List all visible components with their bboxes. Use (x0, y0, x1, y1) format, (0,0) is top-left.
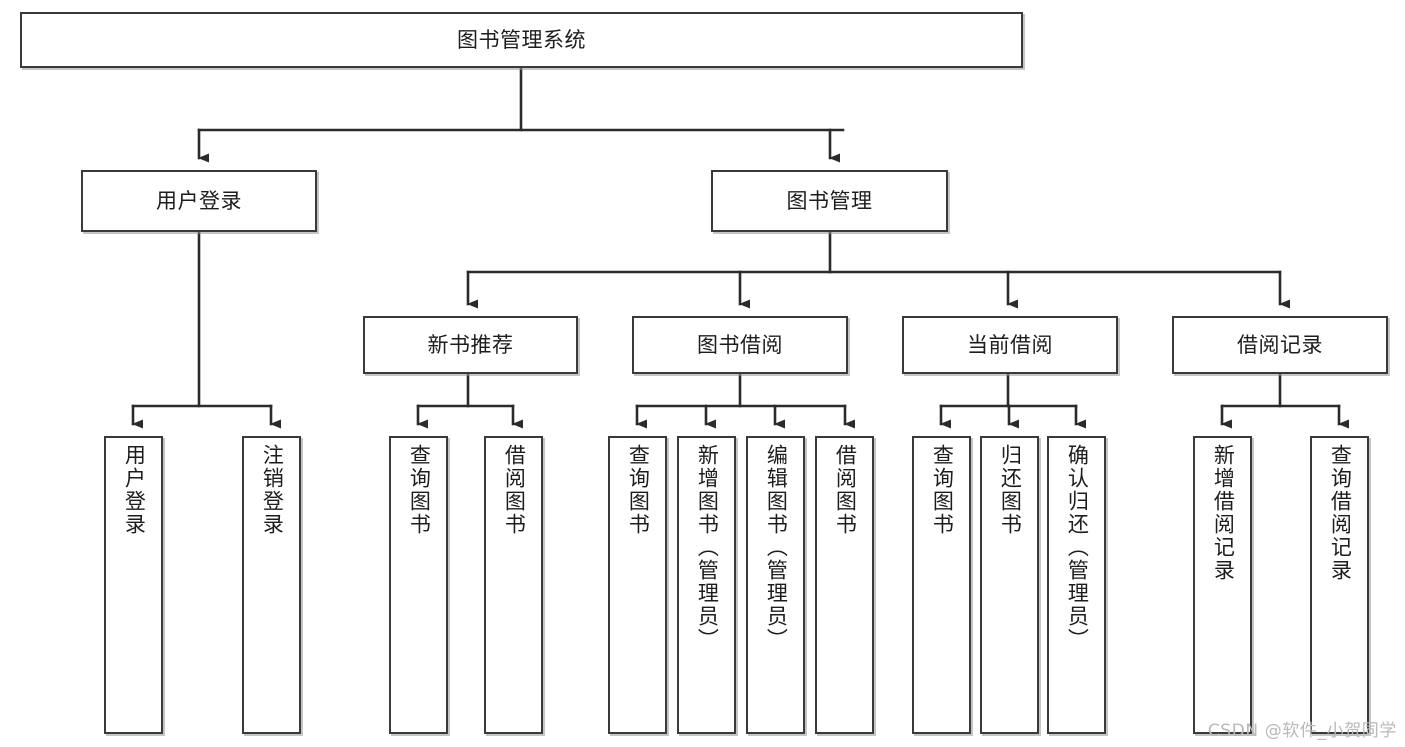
node-leaf-query-book-1[interactable]: 查询图书 (389, 436, 448, 734)
node-leaf-borrow-book-1[interactable]: 借阅图书 (484, 436, 543, 734)
node-label: 用户登录 (122, 444, 147, 536)
node-label: 用户登录 (156, 188, 242, 213)
node-label: 归还图书 (998, 444, 1023, 536)
node-root-book-management-system[interactable]: 图书管理系统 (20, 12, 1023, 68)
node-current-borrow[interactable]: 当前借阅 (902, 316, 1118, 374)
node-leaf-add-book[interactable]: 新增图书（管理员） (677, 436, 736, 734)
node-leaf-query-book-2[interactable]: 查询图书 (608, 436, 667, 734)
node-label: 确认归还（管理员） (1065, 444, 1090, 651)
node-leaf-borrow-book-2[interactable]: 借阅图书 (815, 436, 874, 734)
node-label: 新增借阅记录 (1211, 444, 1236, 582)
node-borrow-record[interactable]: 借阅记录 (1172, 316, 1388, 374)
node-label: 借阅图书 (833, 444, 858, 536)
node-label: 查询图书 (930, 444, 955, 536)
node-leaf-add-record[interactable]: 新增借阅记录 (1193, 436, 1252, 734)
node-label: 注销登录 (260, 444, 285, 536)
node-label: 当前借阅 (967, 332, 1053, 357)
node-label: 借阅图书 (502, 444, 527, 536)
node-label: 新增图书（管理员） (695, 444, 720, 651)
csdn-watermark: CSDN @软件_小贺同学 (1207, 721, 1397, 741)
node-leaf-edit-book[interactable]: 编辑图书（管理员） (746, 436, 805, 734)
node-user-login[interactable]: 用户登录 (81, 170, 317, 232)
node-book-manage[interactable]: 图书管理 (711, 170, 948, 232)
node-label: 查询图书 (407, 444, 432, 536)
node-label: 新书推荐 (427, 332, 514, 357)
node-leaf-query-book-3[interactable]: 查询图书 (912, 436, 971, 734)
node-label: 借阅记录 (1237, 332, 1323, 357)
node-label: 查询借阅记录 (1328, 444, 1353, 582)
node-new-book-recommend[interactable]: 新书推荐 (363, 316, 578, 374)
node-leaf-confirm-return[interactable]: 确认归还（管理员） (1047, 436, 1106, 734)
node-leaf-logout-login[interactable]: 注销登录 (242, 436, 301, 734)
node-label: 编辑图书（管理员） (764, 444, 789, 651)
node-label: 查询图书 (626, 444, 651, 536)
node-label: 图书管理系统 (457, 27, 586, 52)
node-leaf-return-book[interactable]: 归还图书 (980, 436, 1039, 734)
node-leaf-user-login[interactable]: 用户登录 (104, 436, 163, 734)
node-label: 图书借阅 (697, 332, 783, 357)
node-book-borrow[interactable]: 图书借阅 (632, 316, 848, 374)
node-leaf-query-record[interactable]: 查询借阅记录 (1310, 436, 1369, 734)
node-label: 图书管理 (786, 188, 873, 213)
